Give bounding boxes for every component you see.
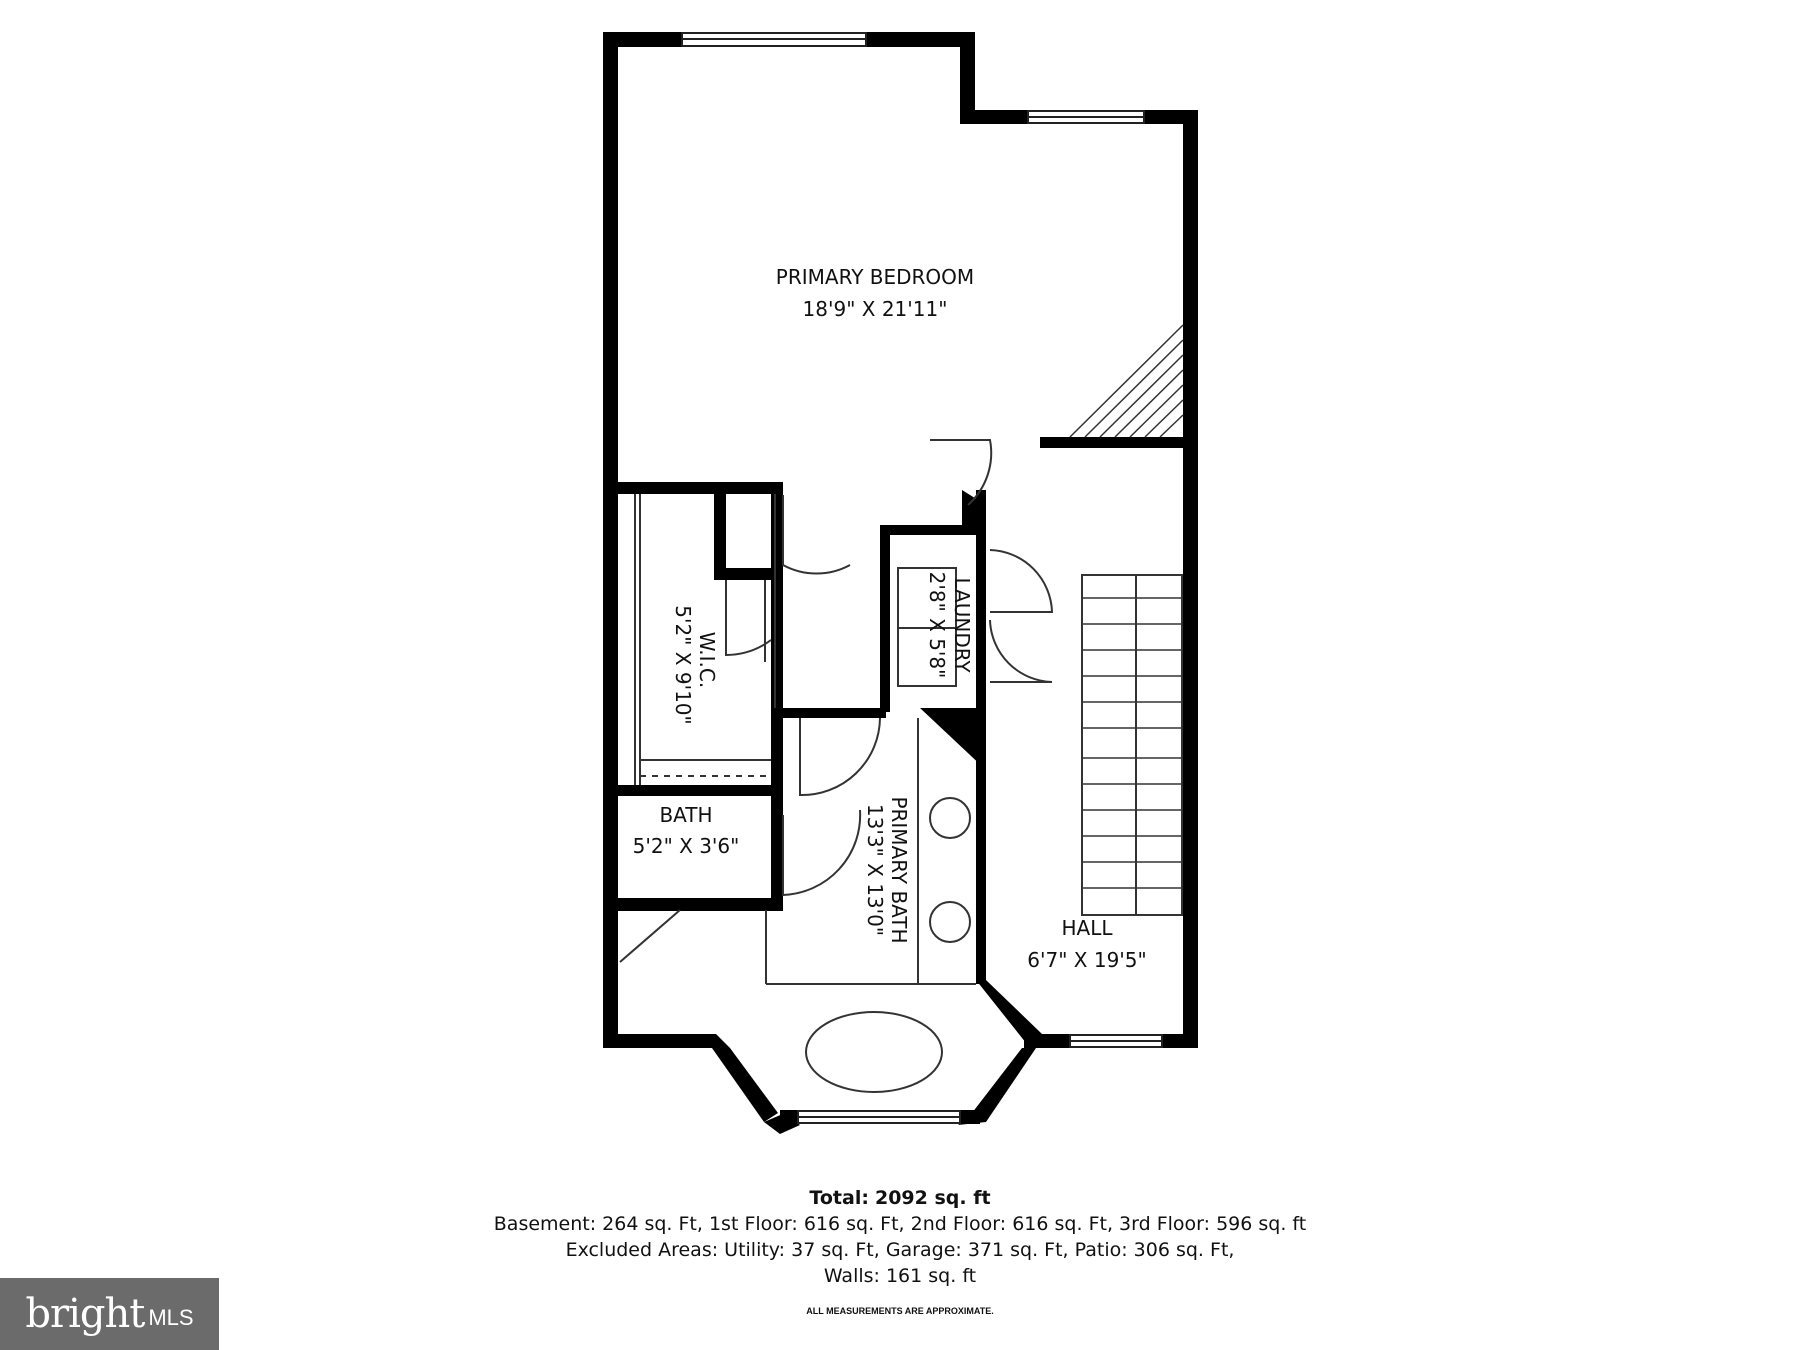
door-swings: [725, 439, 1054, 897]
primary-bath-name: PRIMARY BATH: [887, 796, 911, 943]
hall-size: 6'7" X 19'5": [1027, 948, 1146, 972]
laundry-size: 2'8" X 5'8": [925, 572, 949, 679]
wic-name: W.I.C.: [695, 632, 719, 688]
logo-word: bright: [25, 1291, 145, 1337]
laundry-name: LAUNDRY: [950, 577, 974, 673]
bath-name: BATH: [659, 803, 712, 827]
fixtures: [619, 494, 1183, 1093]
area-summary: Total: 2092 sq. ft Basement: 264 sq. Ft,…: [0, 1185, 1800, 1289]
logo-suffix: MLS: [148, 1305, 194, 1330]
windows: [681, 32, 1163, 1124]
bright-mls-logo: bright MLS: [0, 1278, 219, 1350]
total-label: Total:: [809, 1187, 869, 1209]
bath-size: 5'2" X 3'6": [633, 834, 740, 858]
primary-bedroom-size: 18'9" X 21'11": [803, 297, 948, 321]
disclaimer: ALL MEASUREMENTS ARE APPROXIMATE.: [806, 1306, 994, 1316]
walls-line: Walls: 161 sq. ft: [823, 1265, 977, 1287]
hall-name: HALL: [1061, 916, 1113, 940]
wic-size: 5'2" X 9'10": [671, 605, 695, 724]
stair-hatch: [1069, 324, 1184, 438]
total-line: Total: 2092 sq. ft: [0, 1185, 1800, 1211]
stair-treads: [1082, 597, 1182, 889]
floor-plan: PRIMARY BEDROOM 18'9" X 21'11" W.I.C. 5'…: [603, 32, 1198, 1134]
primary-bedroom-name: PRIMARY BEDROOM: [776, 265, 974, 289]
total-value: 2092 sq. ft: [874, 1187, 991, 1209]
room-labels: PRIMARY BEDROOM 18'9" X 21'11" W.I.C. 5'…: [633, 265, 1147, 972]
excluded-areas-line: Excluded Areas: Utility: 37 sq. Ft, Gara…: [565, 1239, 1235, 1261]
floor-areas-line: Basement: 264 sq. Ft, 1st Floor: 616 sq.…: [493, 1213, 1307, 1235]
primary-bath-size: 13'3" X 13'0": [863, 804, 887, 936]
